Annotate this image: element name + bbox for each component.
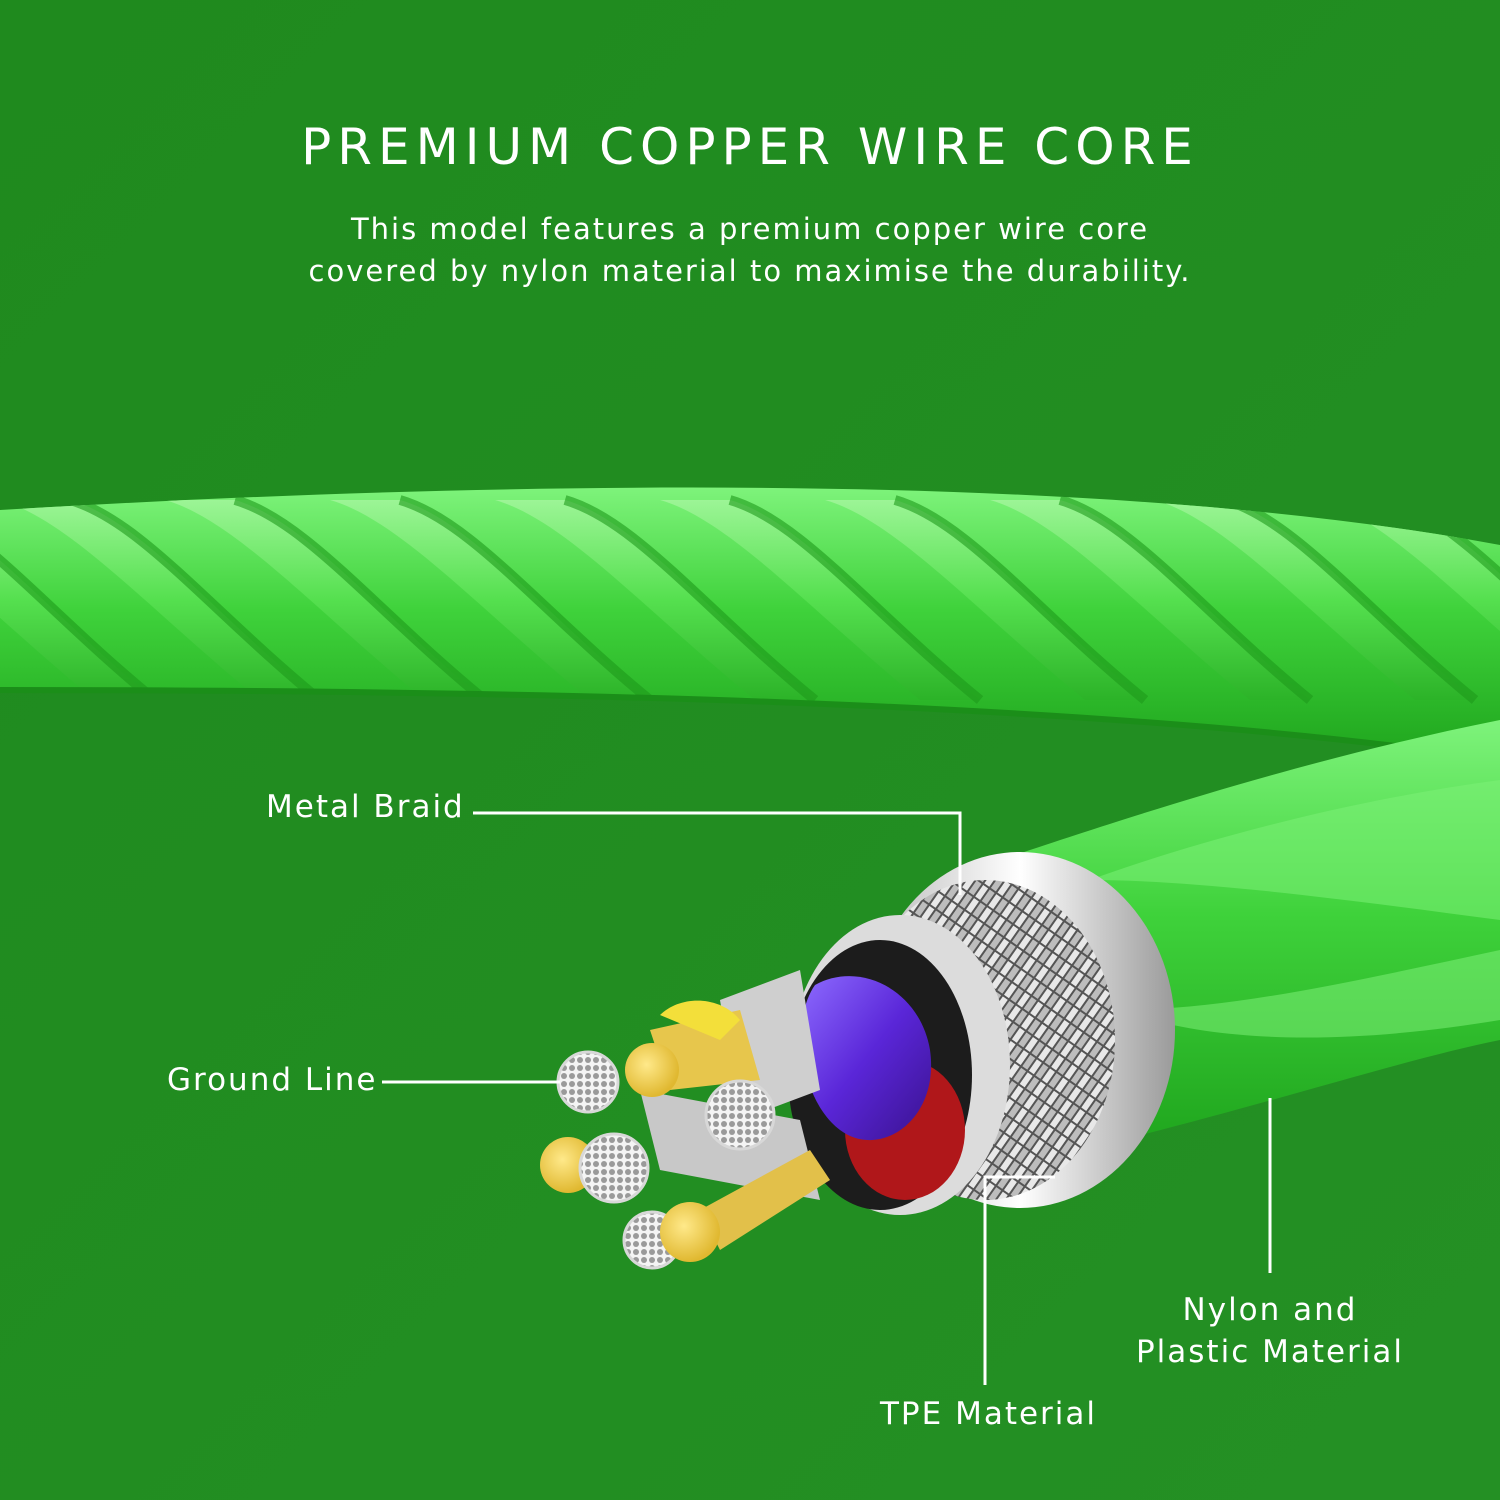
ground-line-label: Ground Line bbox=[167, 1062, 378, 1098]
top-cable bbox=[0, 487, 1500, 763]
cable-twist-shadow bbox=[1223, 495, 1479, 704]
description-line-2: covered by nylon material to maximise th… bbox=[308, 254, 1192, 288]
cable-twist-shadow bbox=[68, 495, 324, 704]
cable-twist bbox=[0, 500, 155, 700]
cable-twist-shadow bbox=[563, 495, 819, 704]
description-line-1: This model features a premium copper wir… bbox=[350, 212, 1150, 246]
cable-twist bbox=[0, 500, 320, 700]
metal-braid-label: Metal Braid bbox=[266, 789, 465, 825]
cable-twist bbox=[1320, 500, 1500, 700]
nylon-label: Nylon and Plastic Material bbox=[1120, 1289, 1420, 1373]
cable-twist bbox=[165, 500, 485, 700]
nylon-label-line-2: Plastic Material bbox=[1135, 1334, 1405, 1370]
tpe-line bbox=[983, 1175, 1055, 1385]
callout-lines bbox=[382, 811, 1272, 1385]
cable-twist bbox=[660, 500, 980, 700]
cable-cross-section bbox=[540, 852, 1175, 1270]
cable-twist-shadow bbox=[0, 495, 159, 704]
metal-braid-line bbox=[473, 811, 962, 895]
cable-twist bbox=[1155, 500, 1475, 700]
description: This model features a premium copper wir… bbox=[250, 208, 1250, 292]
page-title: PREMIUM COPPER WIRE CORE bbox=[301, 118, 1199, 176]
nylon-label-line-1: Nylon and bbox=[1182, 1292, 1358, 1328]
cable-twist-shadow bbox=[1058, 495, 1314, 704]
cable-twist-shadow bbox=[728, 495, 984, 704]
cable-twist bbox=[330, 500, 650, 700]
cable-twist-shadow bbox=[233, 495, 489, 704]
tpe-label: TPE Material bbox=[880, 1396, 1098, 1432]
cable-twist bbox=[990, 500, 1310, 700]
cable-twist-shadow bbox=[893, 495, 1149, 704]
cable-twist bbox=[825, 500, 1145, 700]
cable-twist bbox=[495, 500, 815, 700]
cable-twist-shadow bbox=[398, 495, 654, 704]
